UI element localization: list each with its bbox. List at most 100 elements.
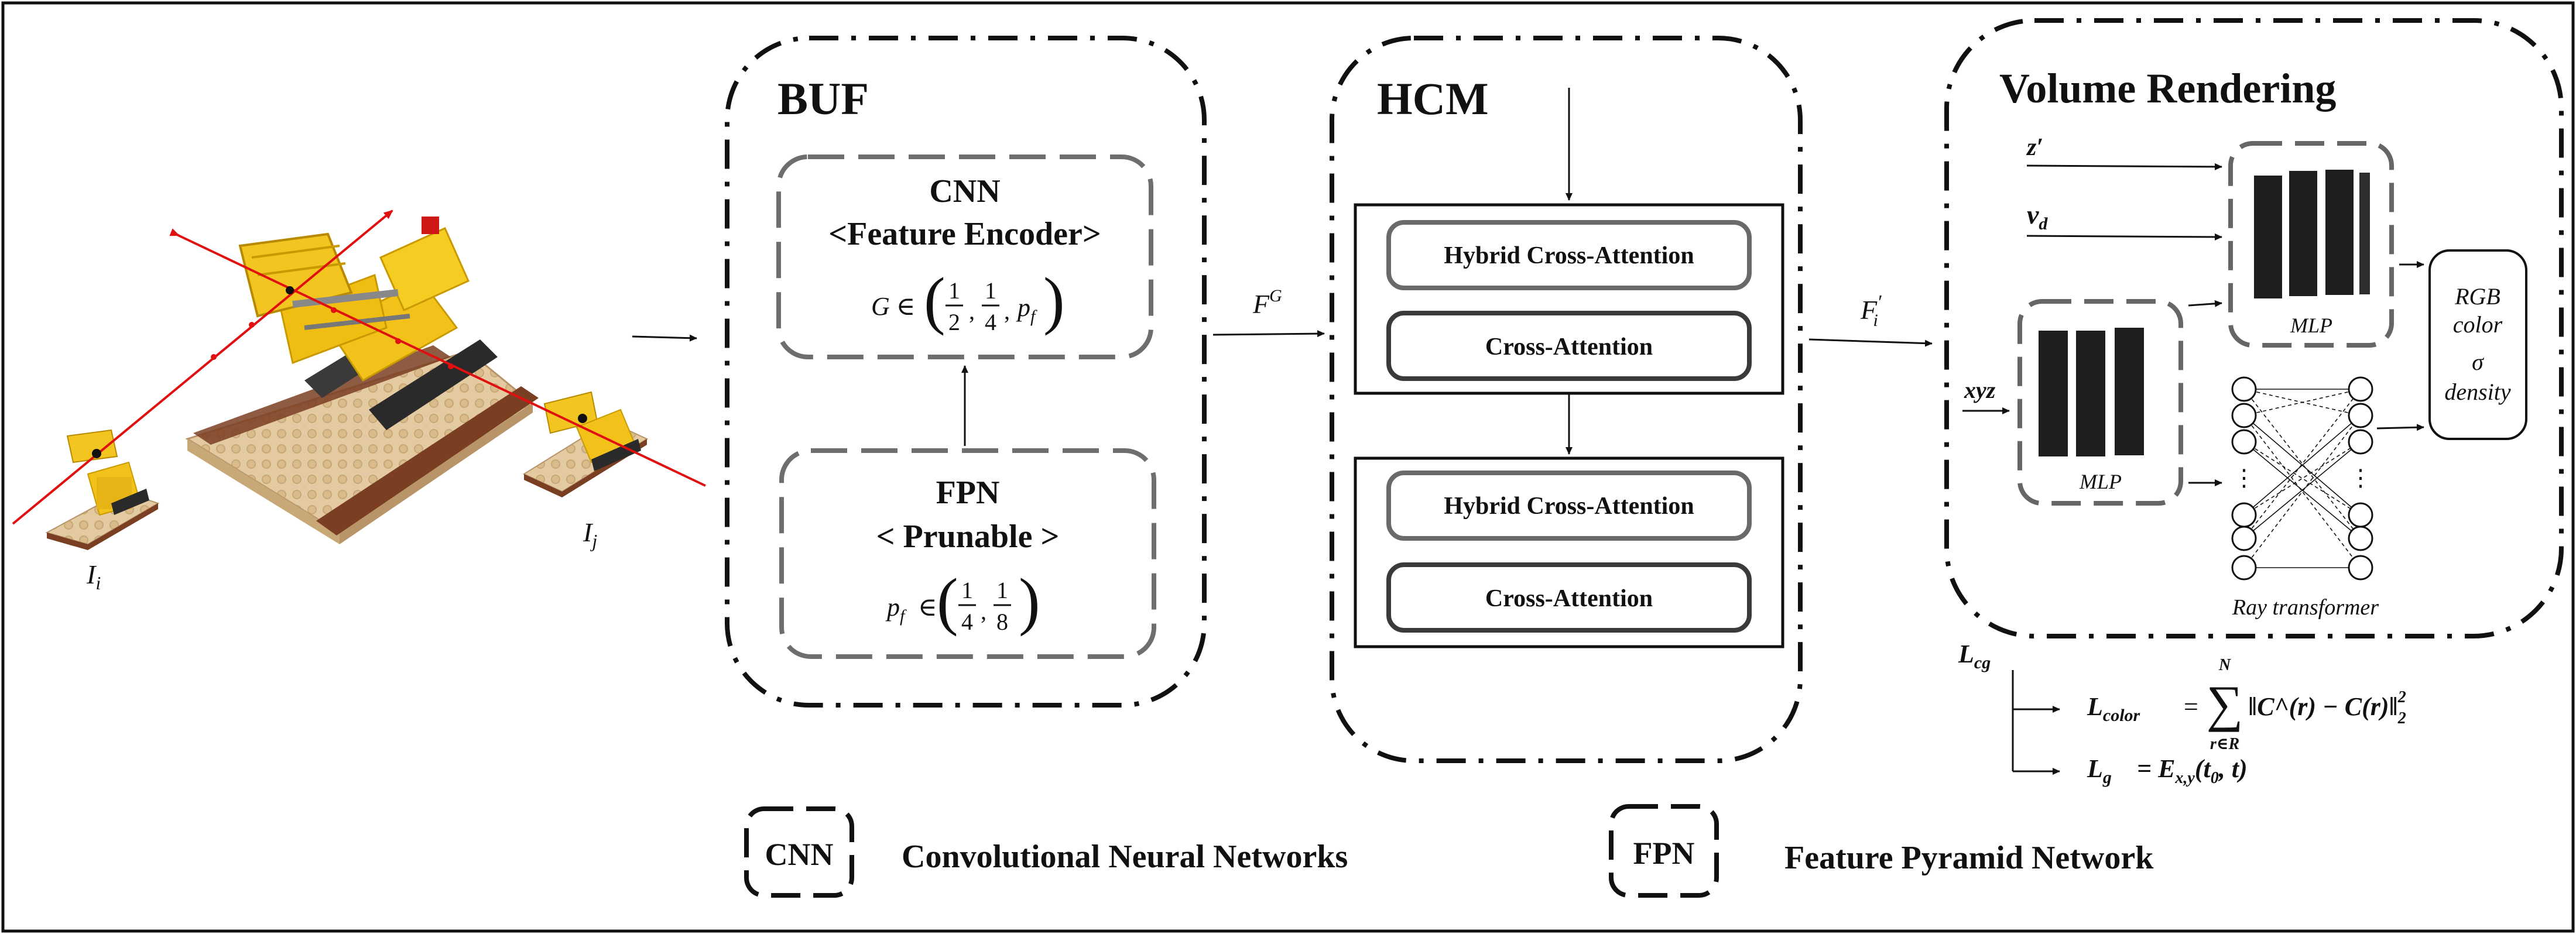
buf-module: BUF CNN <Feature Encoder> G ∈ ( 1 2 , 1 … — [725, 36, 1207, 708]
svg-text:,: , — [981, 598, 986, 624]
output-sigma: σ — [2472, 349, 2484, 375]
svg-text:,: , — [1004, 298, 1010, 324]
fpn-formula-lhs: pf — [885, 593, 907, 626]
legend-fpn-desc: Feature Pyramid Network — [1784, 840, 2154, 876]
fpn-formula-in: ∈ — [918, 593, 937, 621]
sum-sign: ∑ — [2207, 676, 2243, 733]
hcm-title: HCM — [1377, 73, 1489, 124]
loss-g-lhs: Lg — [2087, 754, 2112, 787]
volume-rendering-module: Volume Rendering z′ vd xyz MLP MLP — [1944, 18, 2564, 638]
legend-fpn-swatch — [1609, 804, 1719, 898]
bottom-mlp-box — [2017, 299, 2183, 506]
fpn-title: FPN — [936, 475, 1000, 511]
cnn-frac2-den: 4 — [985, 309, 996, 335]
arrow-views-to-buf — [632, 334, 697, 342]
arrow-ray-to-output — [2376, 424, 2424, 431]
cnn-frac1-den: 2 — [948, 309, 960, 335]
projected-point-main — [286, 286, 294, 294]
edge-label-fg: FG — [1252, 286, 1282, 319]
hcm-border — [1330, 36, 1803, 763]
buf-title: BUF — [777, 73, 869, 124]
fpn-frac2-den: 8 — [996, 609, 1008, 635]
fpn-subtitle: < Prunable > — [876, 518, 1060, 555]
projected-point-right — [578, 414, 587, 423]
fpn-frac2-num: 1 — [996, 577, 1008, 603]
legend-fpn-key: FPN — [1633, 836, 1695, 871]
projected-point-left — [92, 449, 101, 458]
cnn-box — [776, 154, 1153, 359]
cnn-subtitle: <Feature Encoder> — [828, 216, 1101, 252]
arrow-vd-to-mlp — [2026, 233, 2222, 241]
hcm-block2-hybrid-box — [1386, 471, 1752, 541]
hcm-block2-cross-box — [1386, 562, 1752, 633]
sum-top: N — [2218, 656, 2232, 674]
bottom-mlp-layers — [2039, 328, 2144, 456]
arrow-hcm-to-rendering — [1808, 338, 1933, 347]
input-xyz: xyz — [1964, 377, 1996, 403]
svg-text:⋮: ⋮ — [2232, 465, 2256, 491]
ray-transformer-label: Ray transformer — [2232, 595, 2379, 620]
epipolar-ray-right — [175, 233, 706, 487]
edge-label-fi: F′i — [1860, 291, 1882, 330]
svg-text:): ) — [1043, 265, 1065, 336]
bottom-mlp-label: MLP — [2079, 470, 2122, 493]
fpn-frac1-den: 4 — [961, 609, 973, 635]
ray-transformer-nodes-left — [2231, 376, 2257, 581]
legend-cnn-key: CNN — [765, 837, 834, 872]
loss-g-rhs: = Ex,y(t0, t) — [2137, 754, 2248, 787]
view-label-i: Ii — [86, 559, 101, 593]
cnn-frac1-num: 1 — [948, 277, 960, 304]
loss-formulas: Lcg Lcolor = N ∑ r∈R ‖C^(r) − C(r)‖22 Lg… — [1958, 640, 2406, 787]
right-view-bulldozer-image — [522, 391, 649, 497]
top-mlp-box — [2228, 141, 2394, 348]
cnn-title: CNN — [929, 173, 1000, 210]
hcm-block1-hybrid-box — [1386, 220, 1752, 290]
svg-text:): ) — [1019, 565, 1040, 637]
svg-text:(: ( — [924, 265, 946, 336]
hcm-block2-hybrid: Hybrid Cross-Attention — [1444, 493, 1694, 520]
input-views-illustration: Ii Ij — [12, 210, 706, 593]
top-mlp-layers — [2254, 170, 2370, 298]
legend: CNN Convolutional Neural Networks FPN Fe… — [744, 804, 2154, 898]
output-box — [2428, 249, 2527, 440]
output-rgb: RGB — [2454, 283, 2500, 310]
epipolar-ray-left — [12, 210, 393, 525]
top-mlp-label: MLP — [2290, 314, 2332, 337]
arrow-mlp-to-top-mlp — [2188, 300, 2222, 307]
cnn-formula: G ∈ ( 1 2 , 1 4 , pf ) — [871, 265, 1065, 336]
loss-color-lhs: Lcolor — [2087, 692, 2140, 725]
arrow-buf-to-hcm — [1212, 330, 1325, 338]
svg-text:(: ( — [937, 565, 958, 637]
hcm-block1-cross: Cross-Attention — [1485, 334, 1653, 360]
loss-color-eq: = — [2184, 692, 2198, 721]
fpn-box — [779, 448, 1156, 659]
legend-cnn-swatch — [744, 806, 854, 898]
input-vd: vd — [2027, 200, 2048, 234]
volume-rendering-title: Volume Rendering — [1999, 65, 2336, 112]
loss-total: Lcg — [1958, 640, 1991, 672]
left-view-bulldozer-image — [45, 429, 160, 550]
legend-cnn-desc: Convolutional Neural Networks — [902, 839, 1348, 875]
ray-transformer-network — [2243, 389, 2361, 568]
sum-bottom: r∈R — [2210, 735, 2239, 753]
output-color: color — [2453, 311, 2503, 338]
hcm-block2-cross: Cross-Attention — [1485, 585, 1653, 612]
svg-text:,: , — [969, 298, 975, 324]
cnn-frac2-num: 1 — [985, 277, 996, 304]
cnn-formula-pf: pf — [1016, 293, 1037, 326]
ray-transformer-nodes-right — [2348, 376, 2373, 581]
hcm-block1-hybrid: Hybrid Cross-Attention — [1444, 242, 1694, 269]
view-label-j: Ij — [583, 517, 597, 551]
hcm-module: HCM Hybrid Cross-Attention Cross-Attenti… — [1330, 36, 1803, 763]
fpn-frac1-num: 1 — [961, 577, 973, 603]
arrow-z-to-mlp — [2026, 163, 2222, 170]
svg-text:⋮: ⋮ — [2349, 465, 2372, 491]
fpn-formula: pf ∈ ( 1 4 , 1 8 ) — [885, 565, 1040, 637]
output-density: density — [2444, 379, 2511, 405]
volume-rendering-border — [1944, 18, 2564, 638]
main-bulldozer-image — [185, 217, 539, 544]
loss-color-body: ‖C^(r) − C(r)‖22 — [2248, 688, 2406, 727]
